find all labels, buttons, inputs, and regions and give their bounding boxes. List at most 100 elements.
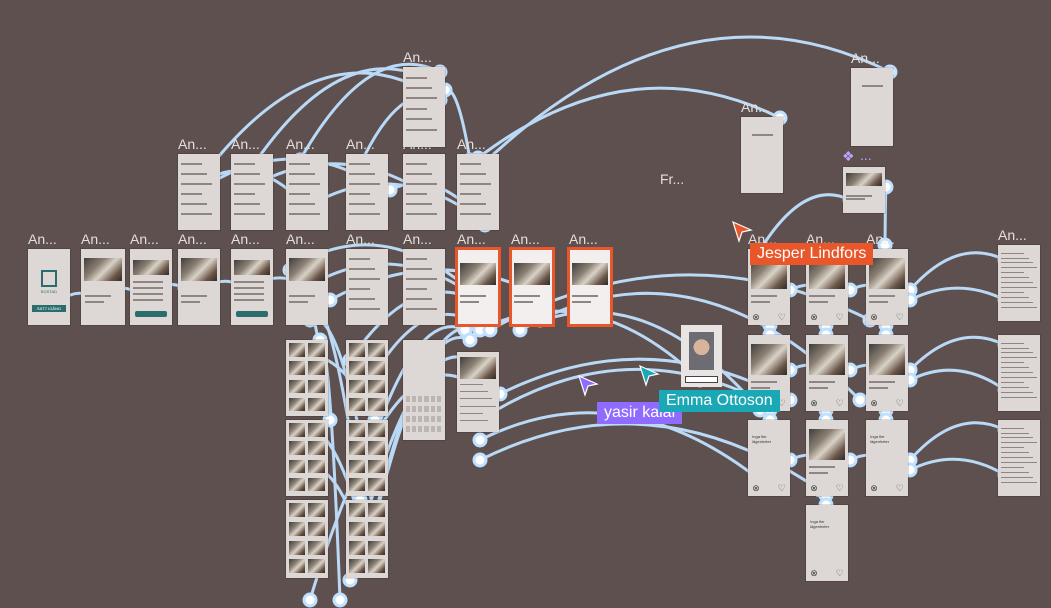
prototype-connection[interactable] <box>318 182 472 214</box>
prototype-connection[interactable] <box>908 335 1007 372</box>
prototype-connection[interactable] <box>480 35 892 167</box>
heart-icon[interactable]: ♡ <box>835 311 844 322</box>
frame-title[interactable]: An... <box>998 227 1027 243</box>
heart-icon[interactable]: ♡ <box>777 482 786 493</box>
screen-frame-text[interactable] <box>457 352 499 432</box>
connection-node[interactable] <box>462 332 478 348</box>
screen-frame-blank[interactable] <box>851 68 893 146</box>
screen-frame-keyboard[interactable] <box>403 340 445 440</box>
frame-title[interactable]: An... <box>741 99 770 115</box>
screen-frame-list[interactable] <box>346 154 388 230</box>
screen-frame-form[interactable] <box>130 249 172 325</box>
close-icon[interactable]: ⊗ <box>870 397 878 408</box>
screen-frame-photo[interactable] <box>286 249 328 325</box>
frame-title[interactable]: An... <box>851 50 880 66</box>
frame-title[interactable]: An... <box>231 136 260 152</box>
frame-title[interactable]: An... <box>457 136 486 152</box>
connection-node[interactable] <box>482 322 498 338</box>
frame-title[interactable]: An... <box>178 231 207 247</box>
screen-frame-listing[interactable]: ♡⊗ <box>806 335 848 411</box>
frame-title[interactable]: An... <box>346 136 375 152</box>
screen-frame-list[interactable] <box>457 154 499 230</box>
screen-frame-grid[interactable] <box>286 420 328 496</box>
connection-node[interactable] <box>472 432 488 448</box>
prototype-connection[interactable] <box>758 193 852 252</box>
frame-title[interactable]: An... <box>286 136 315 152</box>
heart-icon[interactable]: ♡ <box>835 482 844 493</box>
profile-photo-card[interactable] <box>681 325 722 387</box>
screen-frame-photo[interactable] <box>567 247 613 327</box>
frame-title[interactable]: An... <box>457 231 486 247</box>
screen-frame-form[interactable] <box>231 249 273 325</box>
close-icon[interactable]: ⊗ <box>870 482 878 493</box>
prototype-connection[interactable] <box>908 421 1007 462</box>
prototype-connection[interactable] <box>908 286 1007 302</box>
screen-frame-listing[interactable]: ♡⊗ <box>806 420 848 496</box>
heart-icon[interactable]: ♡ <box>777 311 786 322</box>
screen-frame-heading[interactable]: Inga fler lägenheter♡⊗ <box>806 505 848 581</box>
frame-title[interactable]: Fr... <box>660 171 685 187</box>
screen-frame-list[interactable] <box>403 67 445 147</box>
screen-frame-blank[interactable] <box>741 117 783 193</box>
screen-frame-list[interactable] <box>346 249 388 325</box>
frame-title[interactable]: An... <box>28 231 57 247</box>
start-button[interactable]: SÄTT IGÅNG <box>32 305 66 313</box>
screen-frame-textlong[interactable] <box>998 245 1040 321</box>
close-icon[interactable]: ⊗ <box>810 567 818 578</box>
screen-frame-heading[interactable]: Inga fler lägenheter♡⊗ <box>866 420 908 496</box>
frame-title[interactable]: An... <box>231 231 260 247</box>
heart-icon[interactable]: ♡ <box>835 567 844 578</box>
connection-node[interactable] <box>512 322 528 338</box>
screen-frame-list[interactable] <box>403 154 445 230</box>
screen-frame-list[interactable] <box>286 154 328 230</box>
screen-frame-grid[interactable] <box>286 500 328 578</box>
frame-title[interactable]: An... <box>403 49 432 65</box>
heart-icon[interactable]: ♡ <box>895 482 904 493</box>
screen-frame-grid[interactable] <box>286 340 328 416</box>
frame-title[interactable]: An... <box>569 231 598 247</box>
screen-frame-photo[interactable] <box>455 247 501 327</box>
screen-frame-grid[interactable] <box>346 420 388 496</box>
close-icon[interactable]: ⊗ <box>752 311 760 322</box>
frame-title[interactable]: An... <box>178 136 207 152</box>
close-icon[interactable]: ⊗ <box>810 311 818 322</box>
close-icon[interactable]: ⊗ <box>752 482 760 493</box>
connection-node[interactable] <box>472 452 488 468</box>
frame-title[interactable]: An... <box>511 231 540 247</box>
frame-title[interactable]: An... <box>346 231 375 247</box>
prototype-connection[interactable] <box>298 62 442 162</box>
component-icon[interactable]: ❖ <box>842 148 855 164</box>
heart-icon[interactable]: ♡ <box>777 397 786 408</box>
screen-frame-list[interactable] <box>403 249 445 325</box>
prototype-connection[interactable] <box>908 368 1007 392</box>
connection-node[interactable] <box>332 592 348 608</box>
heart-icon[interactable]: ♡ <box>895 311 904 322</box>
screen-frame-listing[interactable]: ♡⊗ <box>866 335 908 411</box>
screen-frame-heading[interactable]: Inga fler lägenheter♡⊗ <box>748 420 790 496</box>
component-label[interactable]: ... <box>860 147 872 163</box>
screen-frame-listing[interactable]: ♡⊗ <box>866 249 908 325</box>
screen-frame-photo[interactable] <box>509 247 555 327</box>
screen-frame-list[interactable] <box>231 154 273 230</box>
frame-title[interactable]: An... <box>130 231 159 247</box>
frame-title[interactable]: An... <box>403 231 432 247</box>
connection-node[interactable] <box>302 592 318 608</box>
connection-node[interactable] <box>852 392 868 408</box>
heart-icon[interactable]: ♡ <box>835 397 844 408</box>
close-icon[interactable]: ⊗ <box>810 397 818 408</box>
prototype-connection[interactable] <box>198 71 422 182</box>
prototype-connection[interactable] <box>908 457 1007 477</box>
close-icon[interactable]: ⊗ <box>810 482 818 493</box>
close-icon[interactable]: ⊗ <box>870 311 878 322</box>
screen-frame-textlong[interactable] <box>998 335 1040 411</box>
frame-title[interactable]: An... <box>81 231 110 247</box>
screen-frame-grid[interactable] <box>346 340 388 416</box>
prototype-connection[interactable] <box>478 367 762 422</box>
screen-frame-photo[interactable] <box>81 249 125 325</box>
screen-frame-list[interactable] <box>178 154 220 230</box>
screen-frame-photo[interactable] <box>178 249 220 325</box>
prototype-connection[interactable] <box>258 162 422 192</box>
heart-icon[interactable]: ♡ <box>895 397 904 408</box>
prototype-connection[interactable] <box>908 251 1007 292</box>
